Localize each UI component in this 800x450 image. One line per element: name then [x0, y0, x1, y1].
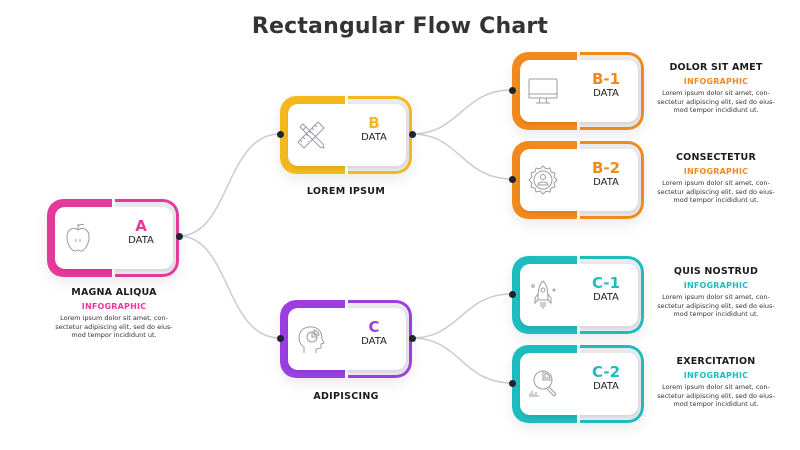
connector-a-c — [178, 235, 281, 339]
description-sub: INFOGRAPHIC — [81, 302, 147, 311]
description-a: MAGNA ALIQUA INFOGRAPHIC Lorem ipsum dol… — [54, 287, 174, 340]
connector-dot — [509, 380, 516, 387]
description-body: Lorem ipsum dolor sit amet, con- sectetu… — [656, 383, 776, 409]
description-heading: CONSECTETUR — [676, 152, 756, 163]
connector-dot — [277, 335, 284, 342]
connector-dot — [509, 176, 516, 183]
connector-dot — [176, 233, 183, 240]
description-sub: INFOGRAPHIC — [683, 371, 749, 380]
node-c1[interactable]: C-1 DATA — [512, 256, 644, 334]
description-line: sectetur adipiscing elit, sed do eius- — [657, 97, 775, 106]
page-title: Rectangular Flow Chart — [251, 14, 549, 39]
description-heading: QUIS NOSTRUD — [673, 266, 759, 277]
description-body: Lorem ipsum dolor sit amet, con- sectetu… — [656, 89, 776, 115]
node-c2[interactable]: C-2 DATA — [512, 345, 644, 423]
connector-a-b — [178, 133, 281, 237]
description-line: sectetur adipiscing elit, sed do eius- — [657, 187, 775, 196]
description-line: mod tempor incididunt ut. — [673, 400, 759, 408]
connector-dot — [409, 131, 416, 138]
description-heading: EXERCITATION — [676, 356, 756, 367]
node-c1-data: DATA — [593, 292, 619, 303]
description-b2: CONSECTETUR INFOGRAPHIC Lorem ipsum dolo… — [656, 152, 776, 205]
rocket-icon — [526, 278, 560, 312]
description-body: Lorem ipsum dolor sit amet, con- sectetu… — [54, 314, 174, 340]
node-c[interactable]: C DATA — [280, 300, 412, 378]
pencil-ruler-icon — [294, 118, 328, 152]
node-c-letter: C — [368, 318, 380, 336]
connector-b-b1 — [411, 89, 513, 135]
description-b1: DOLOR SIT AMET INFOGRAPHIC Lorem ipsum d… — [656, 62, 776, 115]
node-b1[interactable]: B-1 DATA — [512, 52, 644, 130]
description-c2: EXERCITATION INFOGRAPHIC Lorem ipsum dol… — [656, 356, 776, 409]
node-a[interactable]: A DATA — [47, 199, 179, 277]
node-c-caption: ADIPISCING — [313, 391, 379, 402]
description-line: Lorem ipsum dolor sit amet, con- — [662, 383, 770, 391]
node-a-letter: A — [135, 217, 147, 235]
description-line: sectetur adipiscing elit, sed do eius- — [657, 391, 775, 400]
connector-c-c2 — [411, 337, 513, 384]
description-line: Lorem ipsum dolor sit amet, con- — [60, 314, 168, 322]
connector-dot — [509, 87, 516, 94]
node-c1-letter: C-1 — [591, 274, 620, 292]
node-b-caption: LOREM IPSUM — [306, 186, 386, 197]
apple-icon — [61, 221, 95, 255]
description-c1: QUIS NOSTRUD INFOGRAPHIC Lorem ipsum dol… — [656, 266, 776, 319]
description-sub: INFOGRAPHIC — [683, 281, 749, 290]
node-b[interactable]: B DATA — [280, 96, 412, 174]
description-heading: MAGNA ALIQUA — [71, 287, 157, 298]
node-b1-data: DATA — [593, 88, 619, 99]
description-line: sectetur adipiscing elit, sed do eius- — [657, 301, 775, 310]
head-chart-icon — [294, 322, 328, 356]
badge-user-icon — [526, 163, 560, 197]
connector-dot — [409, 335, 416, 342]
node-b1-letter: B-1 — [591, 70, 621, 88]
description-line: mod tempor incididunt ut. — [71, 331, 157, 339]
node-b2-letter: B-2 — [591, 159, 621, 177]
description-line: Lorem ipsum dolor sit amet, con- — [662, 179, 770, 187]
connector-c-c1 — [411, 293, 513, 339]
description-sub: INFOGRAPHIC — [683, 167, 749, 176]
node-b2-data: DATA — [593, 177, 619, 188]
node-c-data: DATA — [361, 336, 387, 347]
connector-b-b2 — [411, 133, 513, 180]
node-c2-letter: C-2 — [591, 363, 620, 381]
node-c2-data: DATA — [593, 381, 619, 392]
description-body: Lorem ipsum dolor sit amet, con- sectetu… — [656, 179, 776, 205]
connector-dot — [509, 291, 516, 298]
description-line: mod tempor incididunt ut. — [673, 310, 759, 318]
description-line: sectetur adipiscing elit, sed do eius- — [55, 322, 173, 331]
node-a-data: DATA — [128, 235, 154, 246]
node-b-letter: B — [368, 114, 380, 132]
description-heading: DOLOR SIT AMET — [669, 62, 763, 73]
node-b2[interactable]: B-2 DATA — [512, 141, 644, 219]
description-line: mod tempor incididunt ut. — [673, 196, 759, 204]
description-sub: INFOGRAPHIC — [683, 77, 749, 86]
description-line: Lorem ipsum dolor sit amet, con- — [662, 89, 770, 97]
connector-dot — [277, 131, 284, 138]
description-line: mod tempor incididunt ut. — [673, 106, 759, 114]
node-b-data: DATA — [361, 132, 387, 143]
analytics-search-icon — [526, 367, 560, 401]
monitor-icon — [526, 74, 560, 108]
description-body: Lorem ipsum dolor sit amet, con- sectetu… — [656, 293, 776, 319]
description-line: Lorem ipsum dolor sit amet, con- — [662, 293, 770, 301]
